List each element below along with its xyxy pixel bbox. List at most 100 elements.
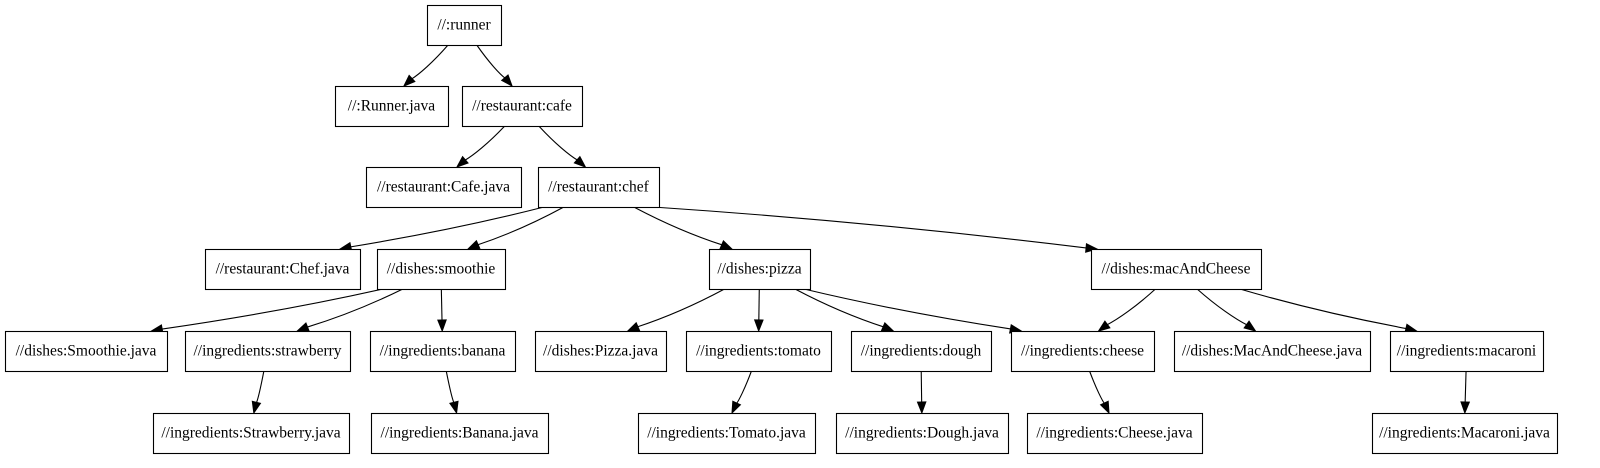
graph-node-box (850, 330, 993, 373)
graph-node-label: //ingredients:strawberry (193, 343, 341, 360)
graph-node-label: //ingredients:Macaroni.java (1379, 425, 1550, 442)
graph-node-box (1090, 248, 1263, 291)
graph-node-box (637, 412, 817, 455)
graph-node[interactable]: //ingredients:macaroni (1389, 330, 1545, 373)
graph-node-label: //ingredients:dough (861, 343, 982, 360)
graph-node[interactable]: //dishes:Smoothie.java (4, 330, 169, 373)
graph-node[interactable]: //ingredients:banana (369, 330, 517, 373)
graph-node-box (365, 166, 523, 209)
graph-edge (652, 206, 1099, 253)
graph-node-label: //dishes:macAndCheese (1102, 261, 1251, 278)
graph-node[interactable]: //ingredients:Macaroni.java (1371, 412, 1559, 455)
graph-node[interactable]: //dishes:MacAndCheese.java (1173, 330, 1372, 373)
edge-line (1196, 288, 1248, 326)
graph-node-box (1389, 330, 1545, 373)
edge-arrowhead (449, 400, 459, 415)
graph-node[interactable]: //ingredients:Dough.java (835, 412, 1010, 455)
graph-node[interactable]: //restaurant:Chef.java (204, 248, 362, 291)
edge-line (255, 370, 265, 404)
graph-node-label: //dishes:Pizza.java (543, 343, 658, 360)
edge-line (803, 288, 1012, 330)
edge-line (476, 44, 506, 79)
graph-edge (803, 288, 1023, 334)
graph-edge (455, 125, 506, 168)
graph-node-label: //restaurant:Chef.java (216, 261, 350, 278)
graph-edge (916, 370, 927, 415)
graph-node[interactable]: //restaurant:Cafe.java (365, 166, 523, 209)
edge-arrowhead (880, 321, 895, 332)
graph-edge (437, 288, 447, 333)
graph-node-box (835, 412, 1010, 455)
graph-node-box (1010, 330, 1156, 373)
graph-node[interactable]: //restaurant:cafe (461, 85, 584, 128)
edge-line (445, 370, 455, 404)
graph-edge (402, 44, 449, 87)
graph-node[interactable]: //ingredients:dough (850, 330, 993, 373)
graph-edge (538, 125, 587, 168)
graph-node-box (1371, 412, 1559, 455)
edge-line (1106, 288, 1156, 326)
edge-line (735, 370, 752, 405)
edge-line (1239, 288, 1408, 330)
edge-arrowhead (719, 239, 734, 250)
graph-node[interactable]: //:Runner.java (334, 85, 450, 128)
edge-line (1089, 370, 1106, 405)
graph-edge (476, 44, 513, 88)
graph-edge (633, 206, 734, 250)
graph-node-box (685, 330, 833, 373)
graph-node-box (537, 166, 661, 209)
graph-node-label: //ingredients:Dough.java (845, 425, 999, 442)
edge-line (1464, 370, 1467, 404)
graph-edge (466, 206, 565, 250)
graph-edge (295, 288, 404, 332)
graph-node-label: //ingredients:Banana.java (381, 425, 539, 442)
graph-edge (731, 370, 752, 415)
graph-node-box (426, 4, 503, 47)
graph-node-box (4, 330, 169, 373)
graph-node[interactable]: //restaurant:chef (537, 166, 661, 209)
edge-arrowhead (1460, 401, 1471, 415)
graph-node[interactable]: //dishes:Pizza.java (534, 330, 668, 373)
graph-node-box (376, 248, 507, 291)
graph-node[interactable]: //ingredients:cheese (1010, 330, 1156, 373)
graph-edge (1196, 288, 1257, 332)
edge-line (464, 125, 506, 161)
edge-arrowhead (626, 321, 641, 332)
graph-node[interactable]: //ingredients:strawberry (184, 330, 352, 373)
edge-line (477, 206, 565, 246)
graph-node-label: //:runner (437, 17, 491, 34)
edge-arrowhead (1099, 400, 1110, 415)
graph-node-label: //restaurant:Cafe.java (377, 179, 510, 196)
edge-arrowhead (251, 400, 262, 415)
edge-arrowhead (1243, 320, 1257, 332)
graph-edge (1097, 288, 1156, 332)
graph-node[interactable]: //ingredients:Cheese.java (1026, 412, 1204, 455)
graph-edge (149, 288, 384, 334)
graph-node[interactable]: //ingredients:Banana.java (370, 412, 550, 455)
node-layer: //:runner //:Runner.java //restaurant:cafe… (4, 4, 1559, 455)
graph-node[interactable]: //ingredients:Tomato.java (637, 412, 817, 455)
graph-node-box (152, 412, 351, 455)
edge-line (161, 288, 384, 330)
edge-arrowhead (455, 155, 469, 168)
graph-node[interactable]: //dishes:pizza (708, 248, 812, 291)
edge-line (636, 288, 725, 328)
edge-line (794, 288, 885, 328)
edge-arrowhead (916, 401, 927, 415)
graph-node[interactable]: //dishes:macAndCheese (1090, 248, 1263, 291)
edge-line (633, 206, 723, 246)
graph-edge (1460, 370, 1471, 415)
graph-node-label: //ingredients:macaroni (1397, 343, 1537, 360)
graph-node[interactable]: //dishes:smoothie (376, 248, 507, 291)
graph-node[interactable]: //ingredients:tomato (685, 330, 833, 373)
graph-node[interactable]: //ingredients:Strawberry.java (152, 412, 351, 455)
edge-arrowhead (466, 239, 481, 250)
graph-node[interactable]: //:runner (426, 4, 503, 47)
edge-arrowhead (1097, 320, 1111, 332)
graph-node-box (184, 330, 352, 373)
edge-line (440, 288, 443, 322)
edge-arrowhead (731, 400, 742, 415)
graph-node-box (1026, 412, 1204, 455)
